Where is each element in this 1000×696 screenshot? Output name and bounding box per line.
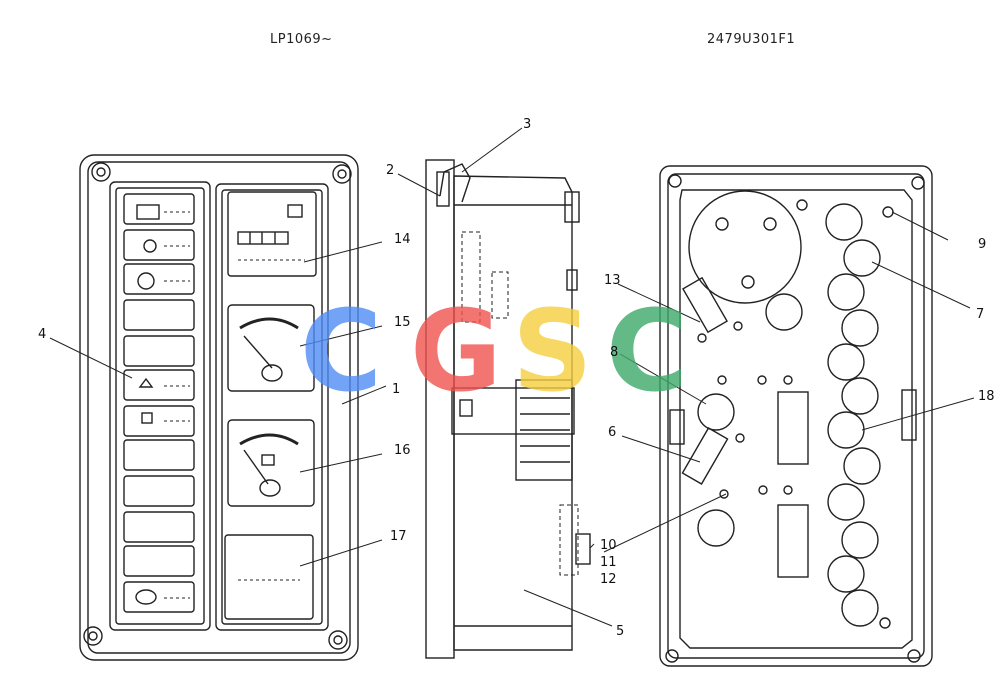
connector-sockets <box>825 203 881 627</box>
callout-4: 4 <box>38 327 46 342</box>
callout-3: 3 <box>523 117 531 132</box>
callout-5: 5 <box>616 624 624 639</box>
callout-16: 16 <box>394 443 411 458</box>
front-panel <box>79 154 359 661</box>
callout-17: 17 <box>390 529 407 544</box>
callout-10: 10 <box>600 538 617 553</box>
rear-view-housing <box>659 165 933 667</box>
callout-14: 14 <box>394 232 411 247</box>
watermark-letter-s: S <box>512 287 593 417</box>
watermark-letter-g: G <box>410 287 502 417</box>
callout-12: 12 <box>600 572 617 587</box>
leader-lines <box>49 127 975 627</box>
callout-8: 8 <box>610 345 618 360</box>
watermark-letter-c2: C <box>606 287 688 417</box>
cgsc-watermark: C G S C <box>300 287 688 417</box>
callout-9: 9 <box>978 237 986 252</box>
side-view-housing <box>425 159 591 659</box>
drawing-code-right: 2479U301F1 <box>707 32 796 47</box>
callout-6: 6 <box>608 425 616 440</box>
callout-labels: 1 2 3 4 5 6 7 8 9 10 11 12 13 14 15 16 1… <box>38 117 995 639</box>
watermark-letter-c1: C <box>300 287 382 417</box>
indicator-lamps <box>123 193 195 613</box>
callout-2: 2 <box>386 163 394 178</box>
callout-7: 7 <box>976 307 984 322</box>
callout-18: 18 <box>978 389 995 404</box>
callout-13: 13 <box>604 273 621 288</box>
drawing-code-left: LP1069~ <box>270 32 333 47</box>
callout-15: 15 <box>394 315 411 330</box>
callout-1: 1 <box>392 382 400 397</box>
callout-11: 11 <box>600 555 617 570</box>
